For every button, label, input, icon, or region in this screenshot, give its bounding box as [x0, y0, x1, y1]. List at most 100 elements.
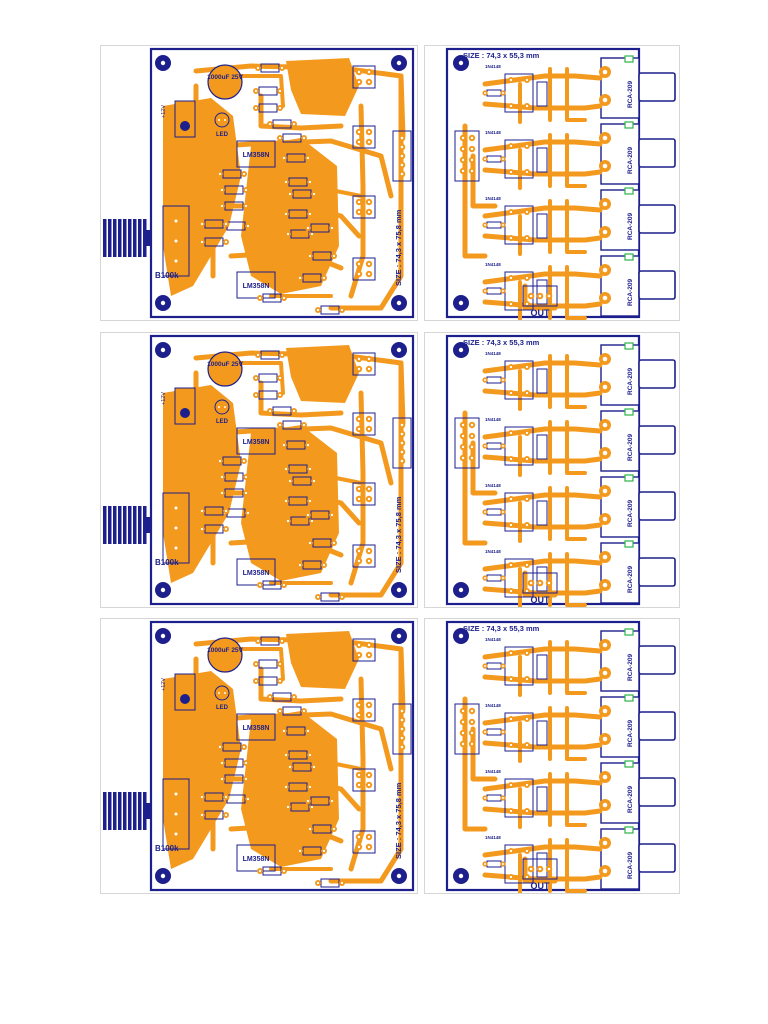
component-outline: [236, 558, 276, 586]
pad-hole: [278, 709, 282, 713]
rca-jack-barrel: [638, 843, 676, 873]
capacitor-label: 1000uF 25V: [207, 74, 243, 81]
pad-hole: [484, 158, 486, 160]
pad-hole: [461, 147, 465, 151]
pad-hole: [602, 69, 608, 75]
pad-hole: [509, 170, 513, 174]
pad-hole: [258, 583, 262, 587]
pad-hole: [602, 384, 608, 390]
pad-hole: [525, 431, 529, 435]
pad-hole: [367, 559, 371, 563]
pad-hole: [525, 210, 529, 214]
copper-trace: [482, 139, 603, 153]
knob-rib: [103, 219, 107, 257]
pad-hole: [502, 158, 504, 160]
pad-hole: [357, 487, 361, 491]
copper-trace: [258, 380, 344, 418]
knob-rib: [133, 506, 137, 544]
pad-hole: [256, 66, 260, 70]
copper-trace: [193, 656, 254, 722]
pad-hole: [470, 445, 474, 449]
pad-hole: [525, 276, 529, 280]
pad-hole: [400, 718, 404, 722]
component-outline: [536, 368, 548, 394]
pad-hole: [509, 210, 513, 214]
pad-hole: [400, 172, 404, 176]
knob-rib: [133, 219, 137, 257]
pad-hole: [509, 677, 513, 681]
copper-trace: [565, 354, 587, 409]
copper-trace: [522, 283, 558, 311]
pad-hole: [509, 717, 513, 721]
pad-hole: [502, 445, 504, 447]
pad-hole: [322, 849, 326, 853]
pad-hole: [602, 488, 608, 494]
component-outline: [352, 257, 376, 281]
pad-hole: [200, 240, 204, 244]
rca-jack-barrel: [638, 491, 676, 521]
pad-hole: [224, 119, 226, 121]
mounting-hole-center: [160, 587, 166, 593]
pad-hole: [306, 729, 310, 733]
pad-hole: [258, 296, 262, 300]
knob-rib: [128, 506, 132, 544]
mounting-hole-center: [396, 60, 402, 66]
pad-hole: [282, 869, 286, 873]
pad-hole: [200, 813, 204, 817]
led-body: [214, 399, 230, 415]
component-outline: [536, 434, 548, 460]
pad-hole: [284, 499, 288, 503]
pad-hole: [367, 845, 371, 849]
pad-hole: [525, 809, 529, 813]
pad-hole: [246, 797, 250, 801]
component-outline: [236, 140, 276, 168]
pad-hole: [502, 224, 504, 226]
rca-marker: [624, 628, 634, 636]
pad-hole: [357, 272, 361, 276]
pad-hole: [367, 653, 371, 657]
pad-hole: [218, 119, 220, 121]
pad-hole: [400, 432, 404, 436]
pad-hole: [244, 491, 248, 495]
diode-label: 1N4148: [485, 703, 501, 708]
pad-hole: [461, 434, 465, 438]
pad-hole: [357, 210, 361, 214]
knob-rib: [143, 506, 147, 544]
pad-hole: [244, 761, 248, 765]
rca-label: RCA-209: [627, 500, 634, 527]
pad-hole: [244, 188, 248, 192]
pad-hole: [367, 835, 371, 839]
pad-hole: [502, 665, 504, 667]
pad-hole: [538, 581, 542, 585]
component-outline: [352, 412, 376, 436]
component-outline: [162, 492, 190, 564]
copper-trace: [239, 74, 285, 108]
pad-hole: [246, 511, 250, 515]
pad-hole: [292, 122, 296, 126]
component-outline: [454, 703, 480, 755]
ic-label: LM358N: [243, 570, 270, 577]
pad-hole: [509, 523, 513, 527]
copper-trace: [218, 490, 362, 526]
copper-trace: [168, 746, 216, 852]
pad-hole: [602, 356, 608, 362]
pad-hole: [525, 144, 529, 148]
component-outline: [522, 572, 558, 594]
rca-label: RCA-209: [627, 213, 634, 240]
component-outline: [536, 81, 548, 107]
pad-hole: [461, 456, 465, 460]
pad-hole: [340, 595, 344, 599]
pad-hole: [286, 232, 290, 236]
led-label: LED: [216, 132, 229, 138]
pad-hole: [282, 729, 286, 733]
pad-hole: [538, 867, 542, 871]
pad-hole: [306, 799, 310, 803]
diode-label: 1N4148: [485, 130, 501, 135]
pad-hole: [509, 563, 513, 567]
pad-hole: [461, 445, 465, 449]
pad-hole: [400, 441, 404, 445]
component-outline: [454, 417, 480, 469]
component-outline: [352, 698, 376, 722]
pad-hole: [525, 875, 529, 879]
